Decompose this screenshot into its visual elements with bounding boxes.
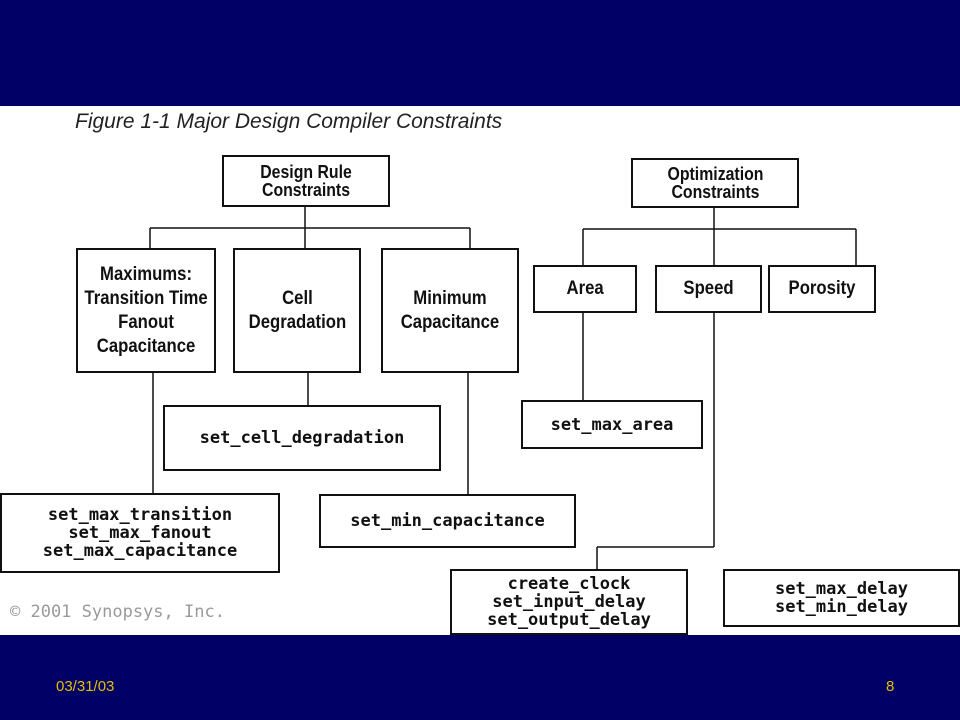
speed-box: Speed: [655, 265, 762, 313]
optimization-title-2: Constraints: [670, 182, 759, 202]
design-rule-title-1: Design Rule: [260, 162, 352, 182]
speed-label: Speed: [683, 278, 734, 299]
footer-date: 03/31/03: [56, 678, 115, 695]
cmd-set-min-delay: set_min_delay: [774, 597, 909, 617]
cmd-set-max-area: set_max_area: [521, 400, 703, 449]
cell-label-1: Cell: [281, 287, 313, 309]
porosity-box: Porosity: [768, 265, 876, 313]
connector-lines: [149, 207, 857, 569]
maximums-transition-time: Transition Time: [84, 287, 208, 309]
area-label: Area: [566, 278, 604, 299]
minimum-capacitance-box: Minimum Capacitance: [381, 248, 519, 373]
cmd-set-max-delay: set_max_delay: [774, 579, 909, 599]
cmd-set-input-delay: set_input_delay: [492, 592, 646, 612]
optimization-title-1: Optimization: [667, 164, 763, 184]
cell-label-2: Degradation: [248, 311, 346, 333]
cmd-delay-group: set_max_delay set_min_delay: [723, 569, 960, 627]
maximums-fanout: Fanout: [118, 311, 174, 333]
minimum-label-1: Minimum: [413, 287, 487, 309]
figure-panel: Figure 1-1 Major Design Compiler Constra…: [0, 106, 960, 635]
cmd-set-max-transition: set_max_transition: [47, 505, 233, 525]
maximums-box: Maximums: Transition Time Fanout Capacit…: [76, 248, 216, 373]
porosity-label: Porosity: [788, 278, 856, 299]
cell-degradation-box: Cell Degradation: [233, 248, 361, 373]
design-rule-title-2: Constraints: [261, 180, 350, 200]
optimization-box: Optimization Constraints: [631, 158, 799, 208]
cmd-set-max-fanout: set_max_fanout: [68, 523, 212, 543]
cmd-set-min-capacitance: set_min_capacitance: [319, 494, 576, 548]
cmd-set-max-group: set_max_transition set_max_fanout set_ma…: [0, 493, 280, 573]
cmd-set-output-delay: set_output_delay: [487, 610, 651, 630]
copyright-notice: © 2001 Synopsys, Inc.: [10, 602, 225, 622]
maximums-capacitance: Capacitance: [96, 335, 196, 357]
cmd-create-clock: create_clock: [507, 574, 631, 594]
cmd-set-cell-degradation: set_cell_degradation: [163, 405, 441, 471]
footer-page-number: 8: [886, 678, 895, 695]
cmd-set-max-capacitance: set_max_capacitance: [42, 541, 238, 561]
cmd-clock-group: create_clock set_input_delay set_output_…: [450, 569, 688, 635]
area-box: Area: [533, 265, 637, 313]
design-rule-box: Design Rule Constraints: [222, 155, 390, 207]
maximums-label: Maximums:: [100, 263, 192, 285]
minimum-label-2: Capacitance: [400, 311, 500, 333]
figure-caption: Figure 1-1 Major Design Compiler Constra…: [75, 110, 503, 133]
